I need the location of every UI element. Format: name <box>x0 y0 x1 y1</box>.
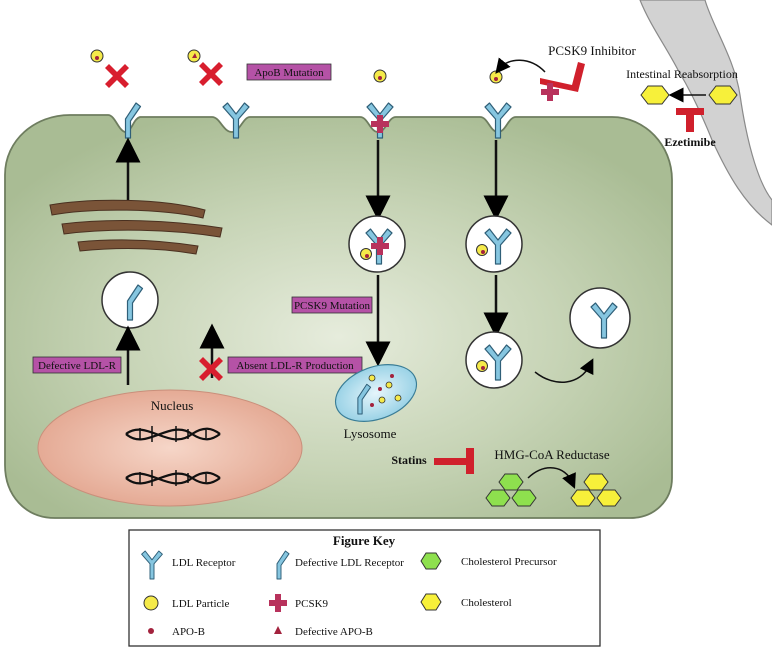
curved-arrow <box>534 358 594 383</box>
lysosome-label: Lysosome <box>344 426 397 441</box>
ldl-particle-icon <box>476 244 488 256</box>
nucleus-label: Nucleus <box>151 398 194 413</box>
curved-arrow <box>495 57 546 74</box>
endoplasmic-reticulum <box>77 239 199 255</box>
key-pcsk9: PCSK9 <box>295 598 329 610</box>
cross-icon <box>105 64 129 88</box>
key-defective-apo-b: Defective APO-B <box>295 626 373 638</box>
inhibitor-bar-icon <box>686 108 694 132</box>
figure-key-title: Figure Key <box>333 533 396 548</box>
dna-icon <box>125 426 221 442</box>
pcsk9-mutation-box <box>291 296 373 314</box>
endoplasmic-reticulum <box>61 220 223 238</box>
key-cholesterol: Cholesterol <box>461 597 512 609</box>
ldl-particle-icon <box>378 396 386 404</box>
cholesterol-precursor-cluster <box>485 473 537 507</box>
defective-apo-b-icon <box>274 626 282 634</box>
inhibitor-bar-icon <box>466 448 474 474</box>
ldl-particle-icon <box>394 394 402 402</box>
key-ldl-particle: LDL Particle <box>172 598 229 610</box>
figure-key <box>128 529 601 647</box>
ldl-particle-icon <box>360 248 372 260</box>
apo-b-icon <box>390 374 394 378</box>
inhibitor-bar-icon <box>434 458 468 465</box>
ezetimibe-label: Ezetimibe <box>664 135 716 149</box>
nucleus <box>37 389 303 507</box>
cholesterol-cluster <box>570 473 622 507</box>
apo-b-icon <box>365 254 369 258</box>
ldl-particle-icon <box>476 360 488 372</box>
cholesterol-icon <box>420 593 442 611</box>
endoplasmic-reticulum <box>49 199 206 219</box>
apo-b-icon <box>481 366 485 370</box>
inhibitor-bar-icon <box>540 62 585 92</box>
pcsk9-mutation-label: PCSK9 Mutation <box>294 300 371 312</box>
curved-arrow <box>527 467 576 489</box>
key-defective-ldl-receptor: Defective LDL Receptor <box>295 557 404 569</box>
ldl-particle-icon <box>143 595 159 611</box>
hmg-coa-reductase-label: HMG-CoA Reductase <box>494 447 609 462</box>
defective-ldlr-box <box>32 356 122 374</box>
apo-b-icon <box>370 403 374 407</box>
apo-b-icon <box>378 76 382 80</box>
key-apo-b: APO-B <box>172 626 205 638</box>
key-cholesterol-precursor: Cholesterol Precursor <box>461 556 557 568</box>
intestinal-reabsorption-label: Intestinal Reabsorption <box>626 67 738 81</box>
defective-ldlr-label: Defective LDL-R <box>38 360 117 372</box>
apob-mutation-box <box>246 63 332 81</box>
dna-icon <box>125 470 221 486</box>
lysosome <box>334 364 418 422</box>
absent-ldlr-box <box>227 356 363 374</box>
absent-ldlr-label: Absent LDL-R Production <box>236 360 354 372</box>
apo-b-icon <box>378 387 382 391</box>
apo-b-icon <box>481 250 485 254</box>
apo-b-icon <box>148 628 154 634</box>
cholesterol-icon <box>640 85 670 105</box>
intestine-wall <box>639 0 772 226</box>
cross-icon <box>199 62 223 86</box>
statins-label: Statins <box>391 453 427 467</box>
apo-b-icon <box>95 56 99 60</box>
defective-apo-b-icon <box>192 53 197 58</box>
key-ldl-receptor: LDL Receptor <box>172 557 236 569</box>
cholesterol-icon <box>708 85 738 105</box>
cholesterol-precursor-icon <box>420 552 442 570</box>
apob-mutation-label: ApoB Mutation <box>254 67 324 79</box>
ldl-particle-icon <box>368 374 376 382</box>
apo-b-icon <box>494 77 498 81</box>
ldl-particle-icon <box>385 381 393 389</box>
pcsk9-inhibitor-label: PCSK9 Inhibitor <box>548 43 636 58</box>
